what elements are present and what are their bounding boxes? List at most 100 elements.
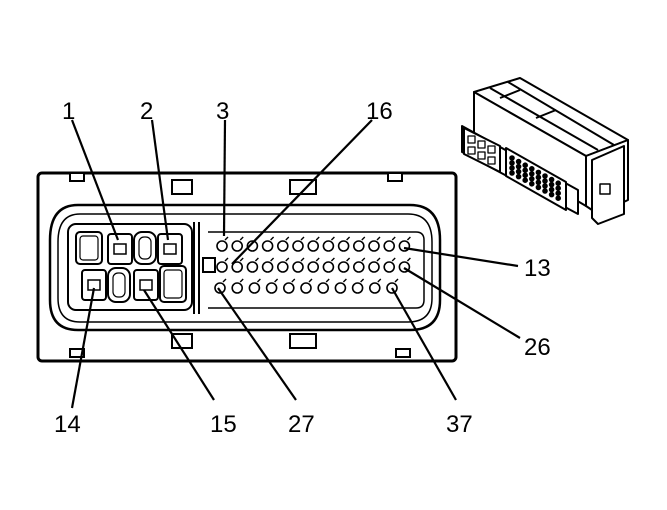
iso-pin-dot [542, 178, 548, 184]
signal-pin-latch [222, 278, 227, 283]
iso-power-cavity [477, 151, 486, 160]
signal-pin-16 [246, 261, 259, 273]
connector-shroud-inner [57, 213, 433, 323]
iso-pin-dot [548, 176, 555, 183]
signal-pin-field [214, 236, 411, 294]
signal-pin-25 [383, 261, 396, 273]
iso-pin-dot [542, 188, 548, 194]
leader-1 [70, 119, 120, 241]
signal-pin-12 [383, 240, 396, 252]
signal-pin-10 [352, 240, 365, 252]
terminal-blade [163, 243, 177, 255]
signal-pin-19 [292, 261, 304, 273]
signal-pin-latch [342, 278, 347, 283]
callout-27: 27 [288, 411, 315, 438]
signal-pin-35 [351, 282, 364, 294]
signal-pin-28 [231, 282, 243, 294]
leader-2 [150, 119, 170, 241]
iso-pin-dot [509, 165, 515, 171]
signal-pin-latch [377, 278, 382, 283]
signal-pin-33 [317, 282, 330, 294]
large-cavity-oval-inner [138, 236, 152, 260]
iso-pin-dot [515, 168, 522, 175]
iso-pin-dot [535, 184, 542, 191]
signal-pin-22 [337, 261, 350, 273]
iso-rib [499, 89, 521, 99]
signal-pin-latch [315, 257, 320, 262]
iso-pin-dot [535, 174, 542, 181]
iso-pin-dot [548, 181, 555, 188]
signal-pin-latch [285, 236, 290, 241]
signal-pin-latch [325, 278, 330, 283]
leader-lines [70, 119, 521, 409]
callout-37: 37 [446, 411, 473, 438]
iso-pin-dot [515, 158, 522, 165]
signal-pin-18 [276, 261, 289, 273]
housing-tab [387, 172, 403, 182]
signal-pin-4 [261, 240, 274, 252]
callout-3: 3 [216, 98, 229, 125]
signal-pin-1 [216, 240, 228, 252]
iso-pin-dot [522, 177, 529, 183]
signal-pin-7 [307, 240, 320, 252]
iso-pin-dot [529, 181, 535, 187]
signal-pin-9 [337, 240, 350, 252]
iso-power-cavity [477, 140, 486, 149]
iso-pin-dot [535, 179, 542, 186]
iso-pin-dot [529, 176, 535, 182]
leader-14 [70, 287, 96, 409]
iso-pin-dot [542, 183, 548, 189]
signal-pin-17 [261, 261, 274, 273]
iso-pin-dot [529, 171, 535, 177]
signal-pin-latch [406, 257, 411, 262]
callout-14: 14 [54, 411, 81, 438]
signal-pin-latch [285, 257, 290, 262]
signal-pin-31 [282, 282, 295, 294]
signal-pin-5 [276, 240, 289, 252]
signal-pin-frame [208, 231, 425, 309]
housing-tab [171, 179, 193, 195]
signal-pin-36 [368, 282, 381, 294]
signal-pin-23 [352, 261, 365, 273]
leader-3 [222, 119, 227, 237]
iso-pin-dot [542, 173, 548, 179]
signal-pin-latch [330, 236, 335, 241]
signal-pin-latch [361, 257, 366, 262]
leader-13 [403, 246, 519, 268]
callout-15: 15 [210, 411, 237, 438]
callout-1: 1 [62, 98, 75, 125]
signal-pin-27 [214, 282, 226, 294]
signal-pin-30 [265, 282, 278, 294]
iso-pin-dot [555, 190, 562, 196]
callout-2: 2 [140, 98, 153, 125]
signal-pin-latch [315, 236, 320, 241]
housing-tab [289, 333, 317, 349]
iso-pin-dot [555, 195, 562, 201]
signal-pin-2 [231, 240, 243, 252]
signal-pin-latch [300, 257, 305, 262]
signal-pin-latch [394, 278, 399, 283]
iso-power-cavity [487, 145, 496, 154]
signal-pin-latch [254, 257, 259, 262]
iso-pin-dot [548, 191, 555, 198]
signal-pin-latch [391, 257, 396, 262]
iso-pin-dot [529, 166, 535, 172]
callout-26: 26 [524, 334, 551, 361]
iso-power-cavity [487, 156, 496, 165]
signal-pin-24 [368, 261, 380, 273]
iso-pin-dot [548, 186, 555, 193]
signal-pin-34 [334, 282, 347, 294]
housing-tab [171, 333, 193, 349]
signal-pin-latch [376, 236, 381, 241]
signal-pin-latch [270, 257, 275, 262]
iso-pin-dot [522, 162, 529, 168]
signal-pin-latch [330, 257, 335, 262]
housing-tab [69, 172, 85, 182]
signal-pin-20 [307, 261, 320, 273]
leader-26 [403, 267, 521, 339]
large-cavity-blank [75, 231, 103, 265]
callout-labels: 1 2 3 16 13 26 14 15 27 37 [54, 98, 551, 438]
signal-pin-latch [300, 236, 305, 241]
signal-pin-15 [231, 261, 243, 273]
signal-pin-21 [322, 261, 335, 273]
